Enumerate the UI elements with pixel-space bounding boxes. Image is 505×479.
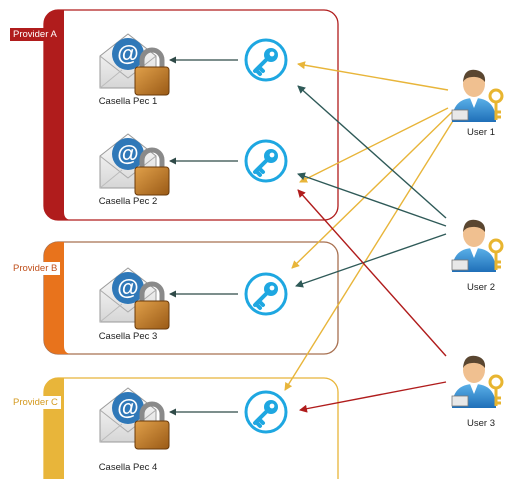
provider-b-label: Provider B xyxy=(10,262,61,275)
provider-c-label: Provider C xyxy=(10,396,61,409)
user1-to-key2-link xyxy=(299,107,449,183)
mailbox-2-label: Casella Pec 2 xyxy=(98,196,158,207)
mailbox-3-label: Casella Pec 3 xyxy=(98,331,158,342)
user-3-label: User 3 xyxy=(467,418,495,429)
key-3-icon xyxy=(244,272,288,316)
key-1-icon xyxy=(244,38,288,82)
user3-to-key2-link xyxy=(297,189,447,357)
mailbox-1-label: Casella Pec 1 xyxy=(98,96,158,107)
key-2-icon xyxy=(244,139,288,183)
user2-to-key3-link xyxy=(295,233,447,288)
user-3-icon xyxy=(450,354,504,410)
user1-to-key3-link xyxy=(291,111,453,269)
key-4-icon xyxy=(244,390,288,434)
user2-to-key1-link xyxy=(297,85,447,219)
user-1-icon xyxy=(450,68,504,124)
provider-a-label: Provider A xyxy=(10,28,60,41)
provider-frame-a xyxy=(43,9,339,221)
user-1-label: User 1 xyxy=(467,127,495,138)
mailbox-4-label: Casella Pec 4 xyxy=(98,462,158,473)
user3-to-key4-link xyxy=(299,381,447,413)
user1-to-key4-link xyxy=(284,115,457,391)
user-2-label: User 2 xyxy=(467,282,495,293)
user2-to-key2-link xyxy=(297,172,447,227)
user1-to-key1-link xyxy=(297,61,449,91)
user-2-icon xyxy=(450,218,504,274)
